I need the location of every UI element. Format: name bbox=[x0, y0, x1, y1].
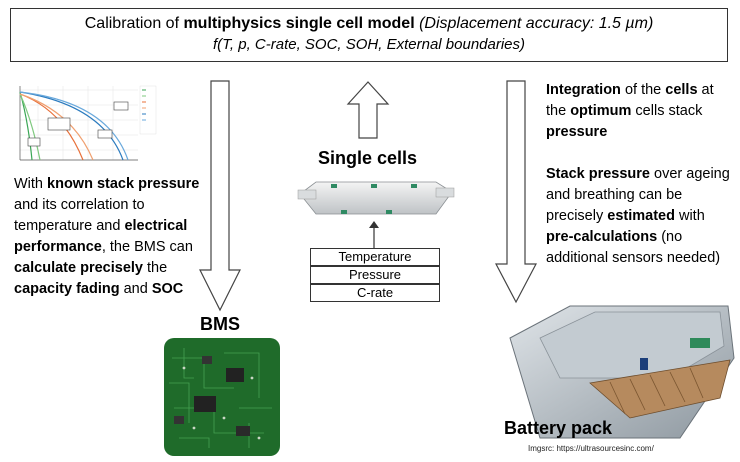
param-pressure: Pressure bbox=[310, 266, 440, 284]
single-cells-title: Single cells bbox=[318, 148, 418, 168]
bms-title: BMS bbox=[200, 314, 240, 334]
right-down-arrow bbox=[495, 80, 537, 304]
header-box: Calibration of multiphysics single cell … bbox=[10, 8, 728, 62]
params-to-cell-arrow bbox=[369, 221, 379, 249]
header-line-2: f(T, p, C-rate, SOC, SOH, External bound… bbox=[212, 36, 526, 53]
left-down-arrow bbox=[199, 80, 241, 312]
right-paragraph-stack-pressure: Stack pressure over ageing and breathing… bbox=[546, 166, 730, 266]
param-temperature: Temperature bbox=[310, 248, 440, 266]
header-line-1: Calibration of multiphysics single cell … bbox=[84, 15, 654, 32]
right-paragraph-integration: Integration of the cells at the optimum … bbox=[546, 82, 714, 140]
battery-pack-image bbox=[509, 305, 735, 439]
left-paragraph: With known stack pressure and its correl… bbox=[14, 176, 200, 297]
param-c-rate: C-rate bbox=[310, 284, 440, 302]
center-up-arrow bbox=[346, 81, 390, 139]
discharge-curves-thumbnail bbox=[8, 80, 158, 170]
bms-pcb-image bbox=[164, 338, 280, 456]
battery-pack-title: Battery pack bbox=[504, 418, 613, 438]
image-credit: Imgsrc: https://ultrasourcesinc.com/ bbox=[528, 444, 654, 453]
pouch-cell-image bbox=[297, 181, 455, 215]
